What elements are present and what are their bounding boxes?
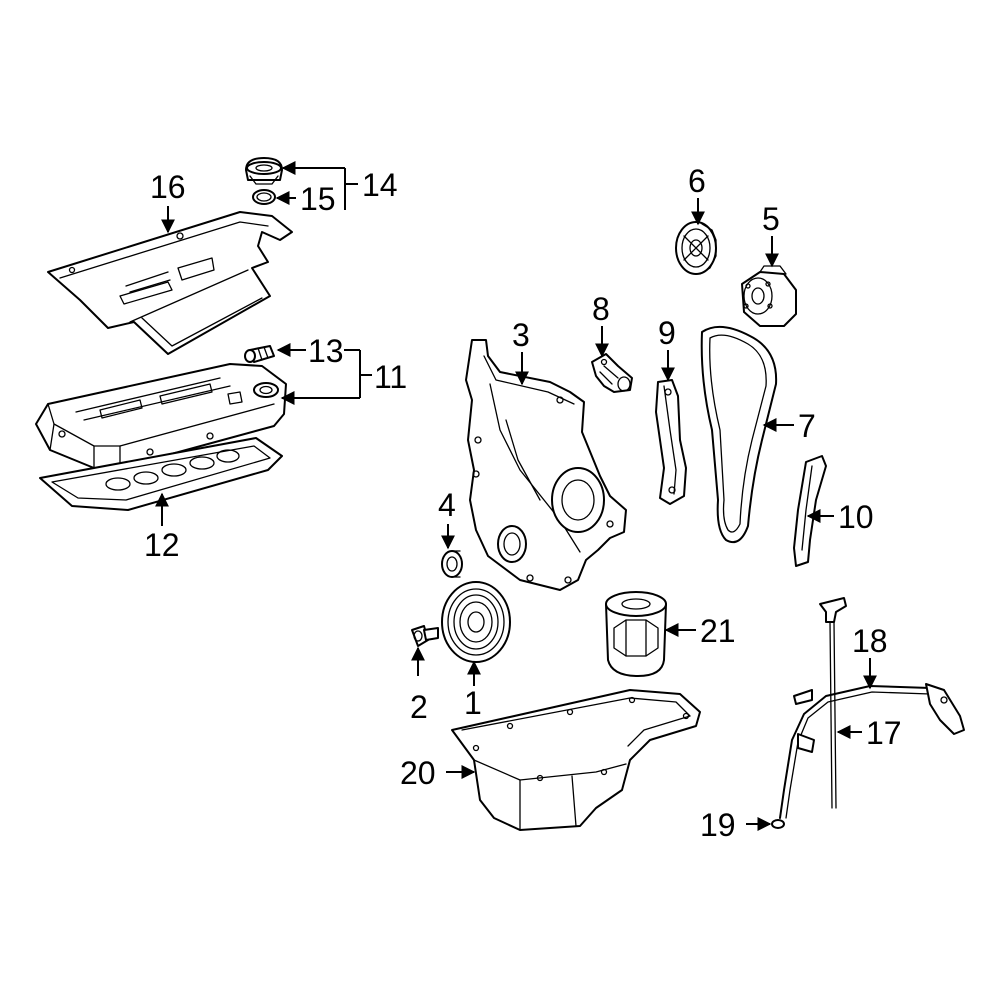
callout-2: 2 [410, 689, 428, 725]
cap-gasket-part-15 [252, 189, 276, 205]
timing-chain-part-7 [700, 325, 778, 544]
callout-21: 21 [700, 613, 736, 649]
callout-13: 13 [308, 333, 344, 369]
callout-17: 17 [866, 715, 902, 751]
callout-10: 10 [838, 499, 874, 535]
callout-16: 16 [150, 169, 186, 205]
callout-12: 12 [144, 527, 180, 563]
pulley-bolt-part-2 [411, 625, 439, 647]
leader-lines [155, 161, 877, 831]
dipstick-o-ring-part-19 [771, 819, 785, 829]
callout-8: 8 [592, 291, 610, 327]
chain-guide-part-9 [655, 379, 687, 505]
callout-3: 3 [512, 317, 530, 353]
callout-14: 14 [362, 167, 398, 203]
oil-filler-cap-part-14 [245, 157, 283, 185]
callout-5: 5 [762, 201, 780, 237]
valve-cover-gasket-part-12 [39, 437, 283, 511]
chain-slipper-part-10 [793, 455, 827, 567]
oil-filter-part-21 [605, 591, 667, 677]
callout-18: 18 [852, 623, 888, 659]
callout-7: 7 [798, 408, 816, 444]
crankshaft-pulley-part-1 [441, 581, 511, 663]
callout-6: 6 [688, 163, 706, 199]
callout-9: 9 [658, 315, 676, 351]
camshaft-sprocket-part-6 [675, 221, 717, 275]
chain-tensioner-part-8 [591, 353, 633, 393]
pcv-valve-part-13 [244, 345, 275, 363]
vvt-gear-assembly-part-5 [741, 265, 797, 327]
dipstick-part-17 [819, 597, 847, 809]
callout-1: 1 [464, 685, 482, 721]
callout-20: 20 [400, 755, 436, 791]
crankshaft-seal-part-4 [441, 550, 463, 578]
oil-pan-part-20 [451, 689, 701, 831]
timing-cover-part-3 [465, 339, 627, 591]
callout-15: 15 [300, 181, 336, 217]
dipstick-tube-part-18 [779, 683, 965, 819]
callout-19: 19 [700, 807, 736, 843]
callout-4: 4 [438, 487, 456, 523]
engine-cover-part-16 [47, 211, 293, 355]
callout-11: 11 [374, 359, 407, 395]
callout-labels: 16 14 15 13 11 12 3 8 6 5 9 7 10 4 2 1 2… [144, 163, 902, 843]
